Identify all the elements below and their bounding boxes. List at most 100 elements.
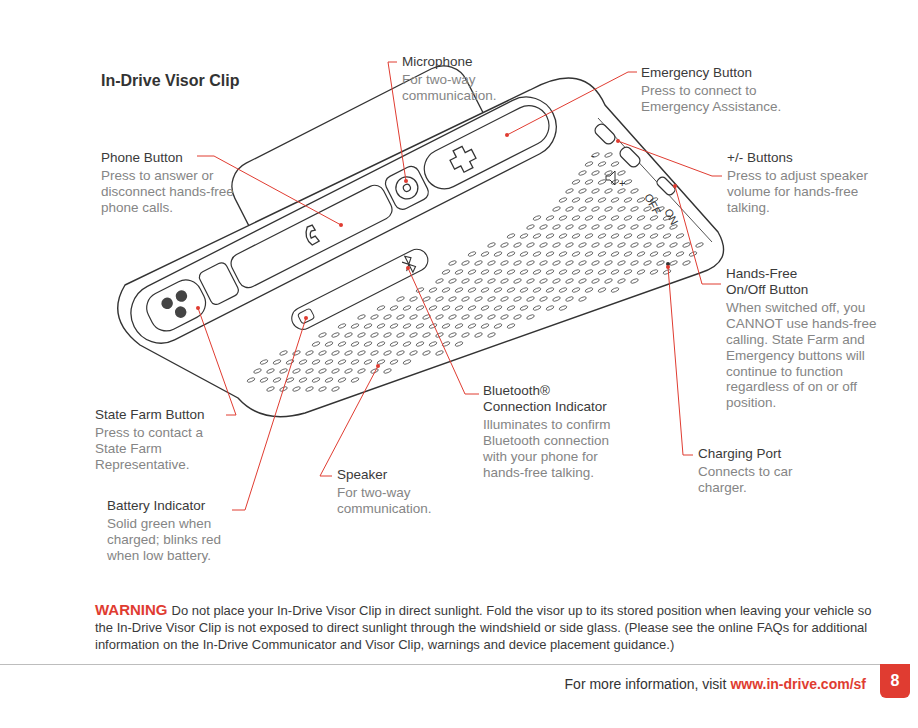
grille-hole bbox=[442, 305, 451, 311]
part-description: Press to adjust speaker volume for hands… bbox=[727, 168, 877, 216]
grille-hole bbox=[312, 377, 321, 383]
grille-hole bbox=[468, 305, 477, 311]
grille-hole bbox=[500, 278, 509, 284]
grille-hole bbox=[565, 206, 574, 212]
grille-hole bbox=[338, 377, 347, 383]
grille-hole bbox=[526, 242, 535, 248]
grille-hole bbox=[585, 215, 594, 221]
grille-hole bbox=[474, 332, 483, 338]
housing bbox=[118, 78, 724, 417]
state-farm-logo bbox=[172, 303, 189, 320]
grille-hole bbox=[637, 269, 646, 275]
volume-down bbox=[593, 122, 617, 146]
power-switch bbox=[655, 175, 676, 196]
grille-hole bbox=[695, 242, 704, 248]
grille-hole bbox=[598, 161, 607, 167]
leader-dot bbox=[404, 179, 408, 183]
grille-hole bbox=[611, 197, 620, 203]
diagram-title: In-Drive Visor Clip bbox=[101, 72, 239, 91]
warning-text: Do not place your In-Drive Visor Clip in… bbox=[95, 603, 871, 652]
grille-hole bbox=[591, 242, 600, 248]
grille-hole bbox=[305, 350, 314, 356]
grille-hole bbox=[338, 359, 347, 365]
grille-hole bbox=[598, 233, 607, 239]
grille-hole bbox=[630, 224, 639, 230]
grille-hole bbox=[526, 260, 535, 266]
grille-hole bbox=[611, 251, 620, 257]
grille-hole bbox=[669, 260, 678, 266]
grille-hole bbox=[370, 350, 379, 356]
grille-hole bbox=[351, 377, 360, 383]
grille-hole bbox=[617, 278, 626, 284]
grille-hole bbox=[643, 224, 652, 230]
grille-hole bbox=[572, 179, 581, 185]
leader-dot bbox=[505, 133, 509, 137]
emergency-cross bbox=[447, 143, 479, 175]
grille-hole bbox=[461, 332, 470, 338]
footer-link: www.in-drive.com/sf bbox=[730, 676, 866, 692]
part-description: Press to contact a State Farm Representa… bbox=[95, 425, 220, 473]
grille-hole bbox=[533, 251, 542, 257]
grille-hole bbox=[370, 332, 379, 338]
grille-hole bbox=[591, 224, 600, 230]
grille-hole bbox=[481, 305, 490, 311]
grille-hole bbox=[520, 233, 529, 239]
grille-hole bbox=[552, 206, 561, 212]
grille-hole bbox=[585, 287, 594, 293]
part-description: When switched off, you CANNOT use hands-… bbox=[726, 300, 881, 411]
grille-hole bbox=[292, 386, 301, 392]
grille-hole bbox=[533, 287, 542, 293]
grille-hole bbox=[533, 305, 542, 311]
part-description: Connects to car charger. bbox=[698, 464, 818, 496]
grille-hole bbox=[585, 179, 594, 185]
grille-hole bbox=[409, 350, 418, 356]
grille-hole bbox=[520, 305, 529, 311]
grille-hole bbox=[507, 323, 516, 329]
grille-hole bbox=[663, 233, 672, 239]
grille-hole bbox=[643, 260, 652, 266]
grille-hole bbox=[273, 377, 282, 383]
grille-hole bbox=[539, 296, 548, 302]
grille-hole bbox=[396, 350, 405, 356]
side-controls bbox=[593, 122, 677, 266]
grille-hole bbox=[552, 224, 561, 230]
grille-hole bbox=[377, 323, 386, 329]
grille-hole bbox=[448, 332, 457, 338]
grille-hole bbox=[364, 341, 373, 347]
state-farm-logo bbox=[173, 287, 190, 304]
grille-hole bbox=[585, 197, 594, 203]
grille-hole bbox=[533, 215, 542, 221]
grille-hole bbox=[598, 251, 607, 257]
grille-hole bbox=[357, 368, 366, 374]
grille-hole bbox=[500, 242, 509, 248]
leader-line bbox=[408, 268, 479, 394]
grille-hole bbox=[383, 332, 392, 338]
grille-hole bbox=[474, 314, 483, 320]
grille-hole bbox=[591, 170, 600, 176]
grille-hole bbox=[598, 215, 607, 221]
grille-hole bbox=[455, 305, 464, 311]
grille-hole bbox=[318, 386, 327, 392]
grille-hole bbox=[669, 242, 678, 248]
warning-heading: WARNING bbox=[95, 601, 168, 618]
grille-hole bbox=[513, 260, 522, 266]
grille-hole bbox=[403, 305, 412, 311]
grille-hole bbox=[351, 359, 360, 365]
grille-hole bbox=[591, 260, 600, 266]
grille-hole bbox=[442, 323, 451, 329]
grille-hole bbox=[624, 215, 633, 221]
leader-dot bbox=[304, 316, 308, 320]
grille-hole bbox=[481, 287, 490, 293]
grille-hole bbox=[455, 323, 464, 329]
part-name: Battery Indicator bbox=[107, 498, 237, 514]
grille-hole bbox=[390, 341, 399, 347]
grille-hole bbox=[403, 341, 412, 347]
speaker-icon bbox=[606, 171, 615, 185]
leader-line bbox=[232, 318, 306, 510]
grille-hole bbox=[604, 278, 613, 284]
grille-hole bbox=[260, 377, 269, 383]
grille-hole bbox=[676, 233, 685, 239]
grille-hole bbox=[526, 296, 535, 302]
grille-hole bbox=[344, 332, 353, 338]
grille-hole bbox=[572, 233, 581, 239]
